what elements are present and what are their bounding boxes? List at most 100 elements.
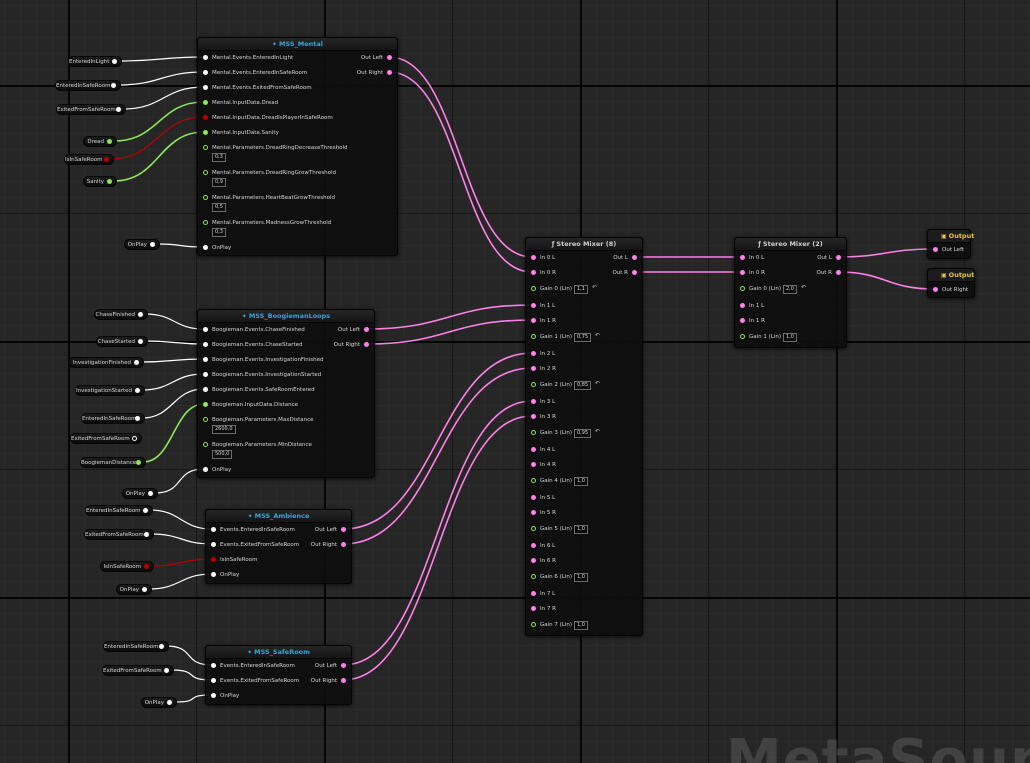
bool-pin-icon[interactable] <box>144 563 149 569</box>
trigger-pin-icon[interactable] <box>164 667 169 673</box>
node-header[interactable]: ✦MSS_BoogiemanLoops <box>198 310 374 323</box>
trigger-pin-icon[interactable] <box>203 357 208 362</box>
bool-pin-icon[interactable] <box>104 156 109 162</box>
input-getter-exitedfromsaferoom[interactable]: ExitedFromSafeRoom <box>70 432 142 444</box>
bool-pin-icon[interactable] <box>211 557 216 562</box>
trigger-pin-icon[interactable] <box>143 507 148 513</box>
input-getter-enteredinsaferoom[interactable]: EnteredInSafeRoom <box>103 640 169 652</box>
wire-investigationfinished[interactable] <box>140 358 205 363</box>
gain-value-field[interactable]: 0,75 <box>574 333 592 342</box>
node-header[interactable]: ✦MSS_Mental <box>198 38 397 51</box>
reset-arrow-icon[interactable]: ↶ <box>595 428 601 435</box>
audio-pin-icon[interactable] <box>740 270 745 275</box>
reset-arrow-icon[interactable]: ↶ <box>595 380 601 387</box>
trigger-pin-icon[interactable] <box>116 106 121 112</box>
trigger-pin-icon[interactable] <box>138 338 143 344</box>
audio-pin-icon[interactable] <box>531 543 536 548</box>
value-field[interactable]: 0,5 <box>212 203 226 212</box>
value-field[interactable]: 2600,0 <box>212 425 236 434</box>
trigger-pin-icon[interactable] <box>203 467 208 472</box>
trigger-pin-icon[interactable] <box>211 678 216 683</box>
audio-pin-icon[interactable] <box>531 399 536 404</box>
trigger-pin-icon[interactable] <box>203 55 208 60</box>
audio-pin-icon[interactable] <box>531 558 536 563</box>
float-pin-icon[interactable] <box>107 178 112 184</box>
gain-value-field[interactable]: 0,95 <box>574 429 592 438</box>
float-pin-icon[interactable] <box>531 382 536 387</box>
gain-value-field[interactable]: 1,0 <box>574 525 588 534</box>
trigger-pin-icon[interactable] <box>167 699 172 705</box>
wire-sanity[interactable] <box>113 131 205 182</box>
audio-pin-icon[interactable] <box>836 255 841 260</box>
input-getter-enteredinsaferoom[interactable]: EnteredInSafeRoom <box>81 412 145 424</box>
wire-mixer2-out-r[interactable] <box>837 271 935 290</box>
wire-ambience-out-right[interactable] <box>342 367 533 545</box>
trigger-pin-icon[interactable] <box>148 490 153 496</box>
reset-arrow-icon[interactable]: ↶ <box>592 284 598 291</box>
wire-chasestarted[interactable] <box>144 340 205 345</box>
input-getter-dread[interactable]: Dread <box>83 135 117 147</box>
trigger-pin-icon[interactable] <box>203 342 208 347</box>
trigger-pin-icon[interactable] <box>112 58 117 64</box>
reset-arrow-icon[interactable]: ↶ <box>595 332 601 339</box>
trigger-pin-icon[interactable] <box>203 372 208 377</box>
float-pin-icon[interactable] <box>531 574 536 579</box>
audio-pin-icon[interactable] <box>364 342 369 347</box>
wire-ambience-out-left[interactable] <box>342 352 533 530</box>
audio-pin-icon[interactable] <box>933 287 938 292</box>
audio-pin-icon[interactable] <box>933 247 938 252</box>
input-getter-onplay[interactable]: OnPlay <box>122 487 158 499</box>
float-pin-icon[interactable] <box>203 417 208 422</box>
trigger-pin-icon[interactable] <box>211 542 216 547</box>
gain-value-field[interactable]: 1,0 <box>574 477 588 486</box>
wire-exitedfromsaferoom[interactable] <box>122 86 205 110</box>
audio-pin-icon[interactable] <box>740 255 745 260</box>
float-pin-icon[interactable] <box>740 334 745 339</box>
trigger-pin-icon[interactable] <box>211 663 216 668</box>
bool-pin-icon[interactable] <box>203 115 208 120</box>
trigger-pin-icon[interactable] <box>203 70 208 75</box>
float-pin-icon[interactable] <box>203 145 208 150</box>
audio-pin-icon[interactable] <box>531 414 536 419</box>
audio-pin-icon[interactable] <box>632 270 637 275</box>
audio-pin-icon[interactable] <box>341 527 346 532</box>
audio-pin-icon[interactable] <box>364 327 369 332</box>
wire-boogieman-out-left[interactable] <box>365 304 533 330</box>
wire-enteredinsaferoom[interactable] <box>117 71 205 86</box>
wire-exitedfromsaferoom[interactable] <box>150 533 213 545</box>
trigger-pin-icon[interactable] <box>211 693 216 698</box>
input-getter-chasestarted[interactable]: ChaseStarted <box>96 335 148 347</box>
wire-onplay[interactable] <box>148 573 213 590</box>
float-pin-icon[interactable] <box>203 100 208 105</box>
input-getter-exitedfromsaferoom[interactable]: ExitedFromSafeRoom <box>56 103 126 115</box>
trigger-pin-icon[interactable] <box>150 241 155 247</box>
trigger-pin-icon[interactable] <box>203 387 208 392</box>
input-getter-onplay[interactable]: OnPlay <box>124 238 160 250</box>
gain-value-field[interactable]: 0,85 <box>574 381 592 390</box>
trigger-pin-icon[interactable] <box>159 643 164 649</box>
wire-dread[interactable] <box>113 101 205 142</box>
float-pin-icon[interactable] <box>531 622 536 627</box>
trigger-pin-icon[interactable] <box>203 85 208 90</box>
wire-chasefinished[interactable] <box>144 313 205 330</box>
float-pin-icon[interactable] <box>740 286 745 291</box>
audio-pin-icon[interactable] <box>531 255 536 260</box>
node-header[interactable]: ▣Output <box>928 230 974 243</box>
float-pin-icon[interactable] <box>531 430 536 435</box>
audio-pin-icon[interactable] <box>531 366 536 371</box>
audio-pin-icon[interactable] <box>531 462 536 467</box>
audio-pin-icon[interactable] <box>531 510 536 515</box>
input-getter-chasefinished[interactable]: ChaseFinished <box>94 308 148 320</box>
audio-pin-icon[interactable] <box>387 55 392 60</box>
gain-value-field[interactable]: 1,0 <box>574 573 588 582</box>
audio-pin-icon[interactable] <box>387 70 392 75</box>
trigger-pin-icon[interactable] <box>203 245 208 250</box>
trigger-pin-icon[interactable] <box>138 311 143 317</box>
float-pin-icon[interactable] <box>531 334 536 339</box>
input-getter-boogiemandistance[interactable]: BoogiemanDistance <box>80 456 146 468</box>
audio-pin-icon[interactable] <box>341 678 346 683</box>
